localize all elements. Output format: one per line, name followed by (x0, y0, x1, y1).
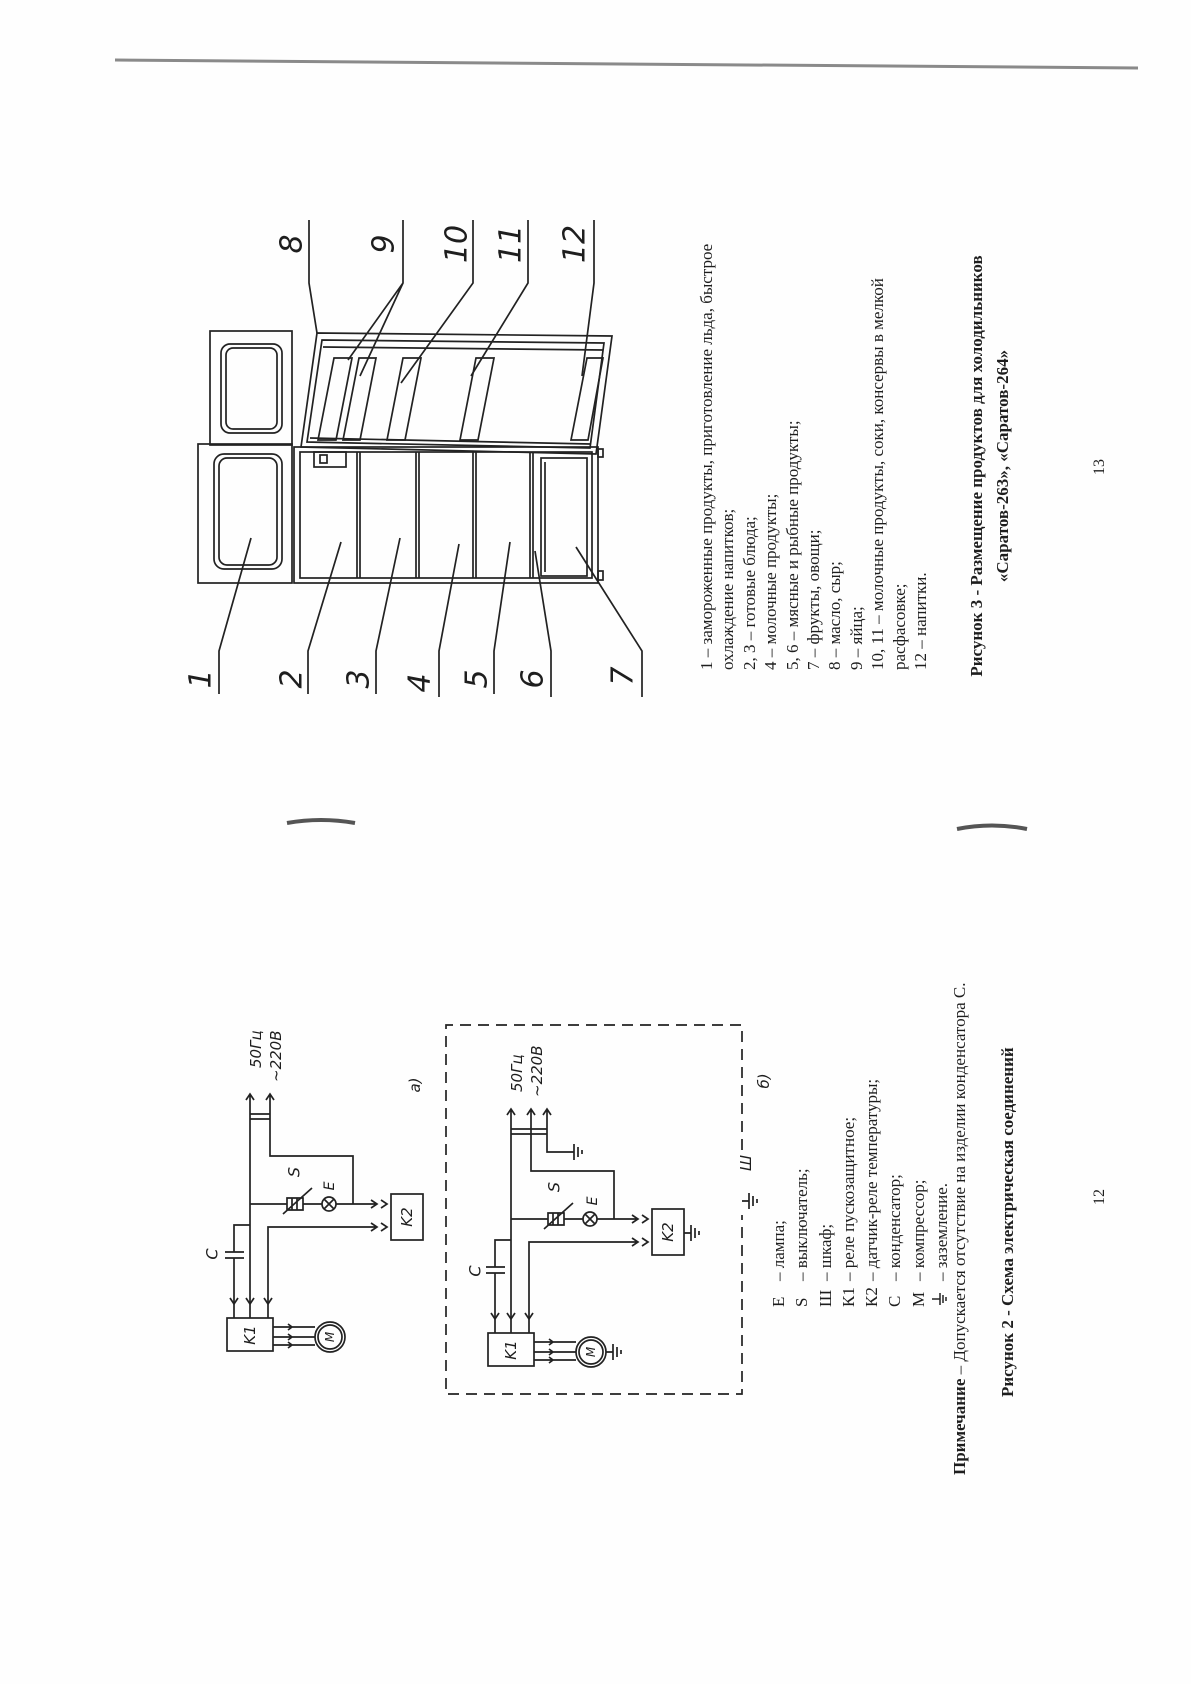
subfigure-label-b: б) (755, 1073, 773, 1088)
legend-item: К2 – датчик-реле температуры; (860, 1079, 883, 1307)
callout-7: 7 (606, 666, 641, 685)
cabinet-boundary (445, 1024, 743, 1395)
lamp-label: E (585, 1196, 601, 1205)
refrigerator-drawing (197, 220, 643, 697)
legend-key: К1 (838, 1287, 858, 1307)
legend-item: 2, 3 – готовые блюда; (739, 516, 759, 670)
motor-label: M (323, 1331, 337, 1342)
legend-text: – датчик-реле температуры; (862, 1078, 882, 1281)
legend-key: S (792, 1297, 812, 1307)
ground-icon (566, 1143, 583, 1161)
voltage-label: ~220В (528, 1046, 546, 1098)
product-placement-legend: 1 – замороженные продукты, приготовление… (696, 200, 931, 670)
cabinet-label: Ш (737, 1155, 755, 1171)
note-label: Примечание (950, 1378, 969, 1475)
callout-8: 8 (275, 234, 310, 253)
legend-item: Ш – шкаф; (814, 1079, 837, 1307)
circuit-diagram-a (224, 1093, 424, 1353)
k2-label: K2 (659, 1222, 677, 1241)
voltage-label: ~220В (267, 1031, 285, 1083)
note: Примечание – Допускается отсутствие на и… (949, 982, 971, 1475)
legend-key: М (908, 1291, 928, 1307)
legend-text: – шкаф; (815, 1223, 835, 1281)
frequency-label: 50Гц (508, 1054, 526, 1092)
switch-label: S (285, 1167, 304, 1177)
page-number: 13 (1091, 459, 1108, 475)
legend-key: С (885, 1295, 905, 1307)
k1-label: K1 (502, 1340, 520, 1359)
legend-item: М – компрессор; (907, 1079, 930, 1307)
legend-text: – конденсатор; (885, 1174, 905, 1281)
callout-4: 4 (403, 673, 438, 692)
binding-edge-line (114, 58, 1139, 70)
legend-item: 12 – напитки. (911, 572, 931, 670)
figure-2-caption: Рисунок 2 - Схема электрическая соединен… (998, 1047, 1017, 1397)
motor-label: M (584, 1346, 598, 1357)
legend-text: – компрессор; (908, 1179, 928, 1281)
ground-icon (605, 1343, 622, 1361)
subfigure-label-a: а) (406, 1077, 424, 1092)
legend-item: С – конденсатор; (883, 1079, 906, 1307)
callout-1: 1 (184, 669, 219, 688)
ground-icon (683, 1224, 700, 1242)
figure-3-caption: Рисунок 3 - Размещение продуктов для хол… (964, 240, 1016, 692)
ground-icon (930, 1281, 953, 1307)
legend-key: Е (769, 1296, 788, 1307)
frequency-label: 50Гц (247, 1030, 265, 1068)
legend-key: К2 (862, 1287, 882, 1307)
k1-label: K1 (241, 1325, 259, 1344)
legend-item: 7 – фрукты, овощи; (804, 529, 824, 671)
legend-text: – реле пускозащитное; (838, 1116, 858, 1281)
scan-smudge (956, 823, 1028, 831)
legend-item: S – выключатель; (790, 1079, 813, 1307)
legend-item: Е – лампа; (767, 1079, 790, 1307)
legend-key: Ш (815, 1289, 835, 1307)
caption-line: Рисунок 3 - Размещение продуктов для хол… (967, 255, 986, 677)
ground-icon (741, 1192, 758, 1210)
callout-12: 12 (558, 225, 593, 263)
k2-label: K2 (398, 1207, 416, 1226)
callout-10: 10 (440, 225, 475, 263)
callout-2: 2 (275, 669, 310, 688)
callout-5: 5 (460, 669, 495, 688)
legend-item: 10, 11 – молочные продукты, соки, консер… (868, 278, 909, 670)
legend-item: 5, 6 – мясные и рыбные продукты; (782, 420, 802, 670)
legend-text: – лампа; (769, 1220, 788, 1281)
callout-6: 6 (516, 669, 551, 688)
switch-label: S (545, 1182, 564, 1192)
callout-9: 9 (367, 234, 402, 253)
page-number: 12 (1091, 1189, 1108, 1205)
scan-smudge (286, 818, 356, 825)
legend-item: – заземление. (930, 1079, 953, 1307)
legend-item: К1 – реле пускозащитное; (837, 1079, 860, 1307)
callout-11: 11 (494, 225, 529, 263)
legend-item: 1 – замороженные продукты, приготовление… (697, 243, 738, 670)
circuit-legend: Е – лампа; S – выключатель; Ш – шкаф; К1 – р… (767, 1079, 953, 1307)
lamp-label: E (322, 1181, 338, 1190)
legend-item: 8 – масло, сыр; (825, 561, 845, 670)
caption-line: «Саратов-263», «Саратов-264» (993, 349, 1012, 583)
legend-text: – выключатель; (792, 1168, 812, 1281)
capacitor-label: C (466, 1265, 485, 1277)
capacitor-label: C (203, 1248, 222, 1260)
legend-item: 9 – яйца; (846, 606, 866, 670)
callout-3: 3 (342, 669, 377, 688)
note-text: – Допускается отсутствие на изделии конд… (950, 982, 969, 1379)
circuit-diagram-b (485, 1107, 700, 1368)
legend-item: 4 – молочные продукты; (761, 493, 781, 670)
